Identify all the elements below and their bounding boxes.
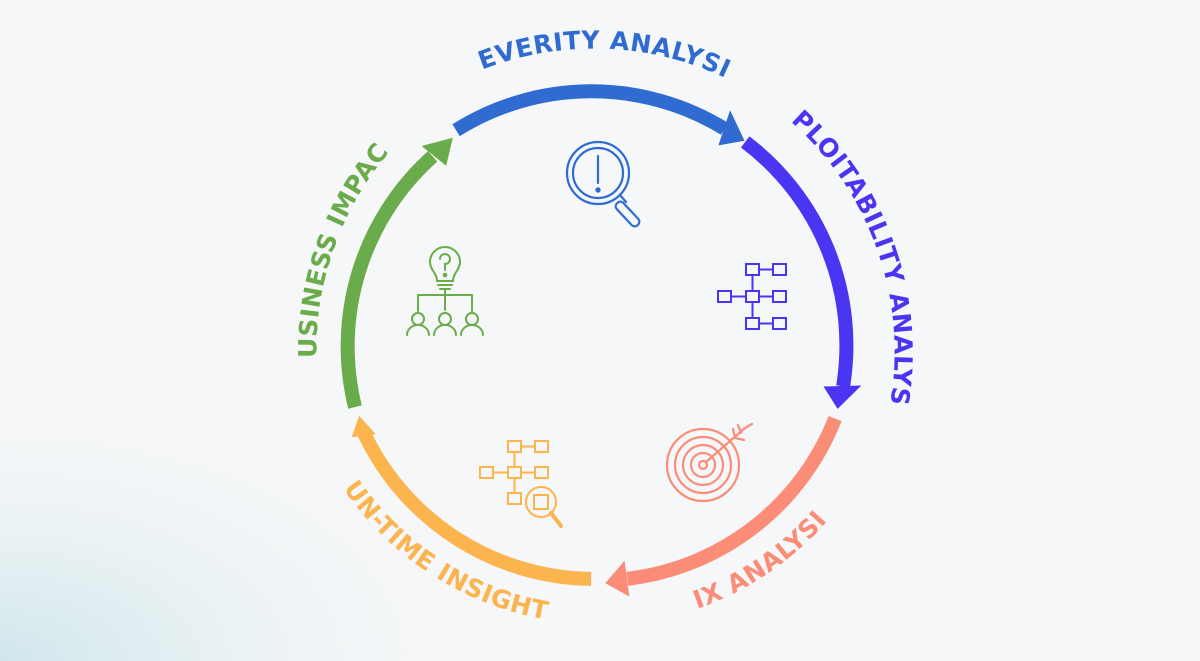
exploitability-arc	[740, 136, 854, 388]
exploitability-arrowhead	[823, 385, 862, 409]
target-arrow-icon	[665, 422, 754, 503]
flowchart-search-icon	[479, 440, 563, 528]
magnifier-alert-icon	[565, 140, 641, 228]
business-arrowhead	[421, 137, 453, 166]
business-arc	[340, 151, 438, 409]
fix-arrowhead	[605, 560, 630, 597]
severity-arc	[452, 84, 729, 137]
flowchart-icon	[717, 263, 787, 330]
runtime-arc	[357, 430, 592, 586]
severity-arrowhead	[718, 110, 745, 146]
lightbulb-team-icon	[406, 246, 484, 336]
runtime-arrowhead	[351, 415, 376, 438]
fix-arc	[626, 416, 842, 586]
